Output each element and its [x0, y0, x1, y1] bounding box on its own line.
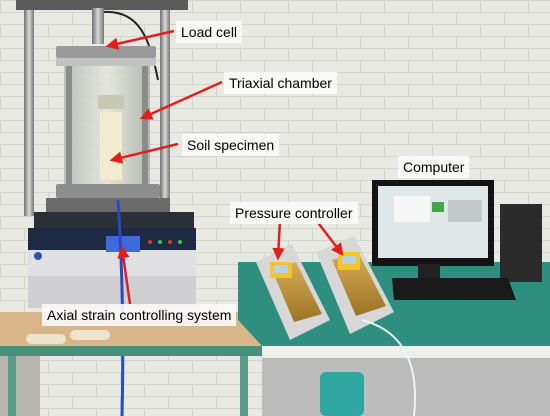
pressure-controller-2	[316, 236, 394, 334]
white-tube	[361, 319, 416, 416]
label-computer: Computer	[398, 156, 470, 178]
blue-cable	[116, 199, 125, 416]
axial-strain-control-unit	[28, 212, 196, 308]
arrow-pressure-controller-1	[272, 219, 285, 261]
label-load-cell: Load cell	[176, 21, 243, 43]
computer-tower	[500, 204, 542, 282]
loading-frame	[16, 0, 188, 216]
annotation-arrows	[105, 29, 344, 305]
soil-specimen	[100, 112, 122, 180]
label-axial-strain-controlling-system: Axial strain controlling system	[42, 304, 237, 326]
label-pressure-controller: Pressure controller	[230, 202, 358, 224]
label-soil-specimen: Soil specimen	[182, 134, 280, 156]
keyboard	[392, 278, 516, 300]
specimen-mould	[26, 334, 66, 344]
arrow-pressure-controller-2	[315, 219, 344, 256]
arrow-triaxial-chamber	[139, 80, 223, 120]
computer	[372, 180, 542, 300]
arrow-load-cell	[105, 29, 175, 50]
specimen-mould	[70, 330, 110, 340]
arrow-soil-specimen	[109, 142, 179, 164]
triaxial-chamber	[46, 46, 170, 212]
pressure-controller-1	[256, 244, 330, 340]
label-triaxial-chamber: Triaxial chamber	[224, 72, 337, 94]
arrow-axial-strain	[117, 245, 132, 305]
